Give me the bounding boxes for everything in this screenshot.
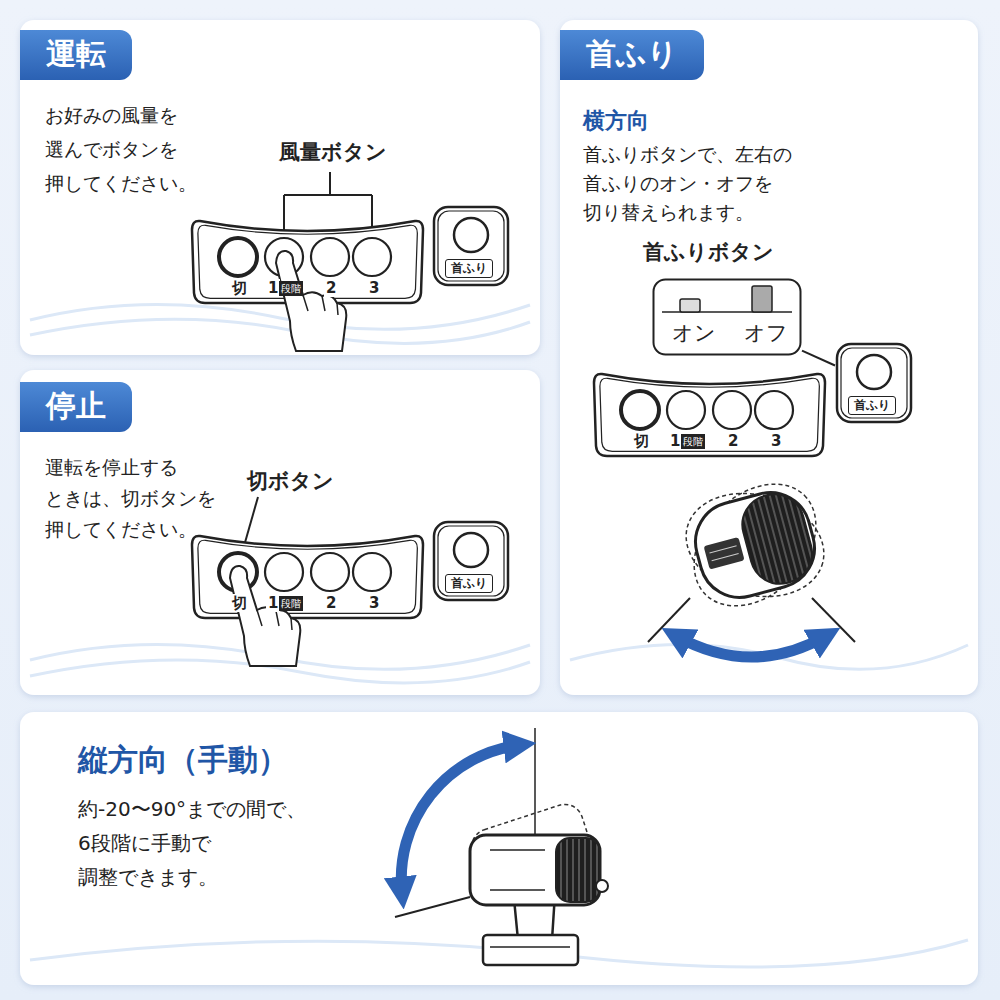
button-label: 首ふり xyxy=(445,259,493,278)
fan-vertical-tilt xyxy=(395,728,608,965)
button-label: 2 xyxy=(726,432,740,450)
control-panel: 切1段階23 xyxy=(190,215,425,305)
button-label: 段階 xyxy=(279,596,303,611)
instruction-panel: 停止運転を停止する ときは、切ボタンを 押してください。切1段階23首ふり xyxy=(20,370,540,695)
button-label: オン xyxy=(670,320,718,346)
sub-heading: 横方向 xyxy=(583,106,649,136)
swing-arrow xyxy=(648,598,855,657)
pointing-hand xyxy=(190,530,425,680)
button-label: 首ふり xyxy=(848,396,896,415)
body-text: 運転を停止する ときは、切ボタンを 押してください。 xyxy=(45,452,235,545)
button-label: 2 xyxy=(324,279,338,297)
callout-label: 首ふりボタン xyxy=(640,238,777,266)
wave-decoration xyxy=(30,304,968,967)
oscillation-button: 首ふり xyxy=(432,205,510,287)
body-text: お好みの風量を 選んでボタンを 押してください。 xyxy=(45,98,210,200)
instruction-panel: 運転お好みの風量を 選んでボタンを 押してください。切1段階23首ふり xyxy=(20,20,540,355)
button-label: 段階 xyxy=(279,281,303,296)
button-label: 段階 xyxy=(681,434,705,449)
oscillation-button: 首ふり xyxy=(432,520,510,602)
leader-line xyxy=(802,351,835,366)
panel-heading: 縦方向（手動） xyxy=(78,740,288,781)
panel-heading: 運転 xyxy=(20,30,132,80)
ctrl-outline xyxy=(190,215,425,305)
body-text: 首ふりボタンで、左右の 首ふりのオン・オフを 切り替えられます。 xyxy=(583,140,823,227)
panel-heading: 停止 xyxy=(20,382,132,432)
instruction-panel: 縦方向（手動） 約-20〜90°までの間で、 6段階に手動で 調整できます。 xyxy=(20,712,978,985)
control-panel: 切1段階23 xyxy=(592,368,827,458)
button-label: 切 xyxy=(230,279,249,297)
ctrl-outline xyxy=(592,368,827,458)
button-label: 3 xyxy=(769,432,783,450)
panel-heading: 首ふり xyxy=(560,30,704,80)
control-panel: 切1段階23 xyxy=(190,530,425,620)
instruction-panel: 首ふり横方向首ふりボタンで、左右の 首ふりのオン・オフを 切り替えられます。オン… xyxy=(560,20,978,695)
button-label: オフ xyxy=(742,320,790,346)
switch-callout: オンオフ xyxy=(652,278,802,356)
callout-label: 風量ボタン xyxy=(276,138,390,166)
pointing-hand xyxy=(190,215,425,365)
panel-cards xyxy=(20,20,978,985)
body-text: 約-20〜90°までの間で、 6段階に手動で 調整できます。 xyxy=(78,792,348,894)
button-label: 切 xyxy=(632,432,651,450)
button-label: 3 xyxy=(367,594,381,612)
ctrl-outline xyxy=(190,530,425,620)
callout-label: 切ボタン xyxy=(244,467,337,495)
fan-horizontal-swing xyxy=(652,447,858,643)
oscillation-button: 首ふり xyxy=(835,342,913,424)
button-label: 首ふり xyxy=(445,574,493,593)
button-label: 切 xyxy=(230,594,249,612)
button-label: 2 xyxy=(324,594,338,612)
button-label: 3 xyxy=(367,279,381,297)
